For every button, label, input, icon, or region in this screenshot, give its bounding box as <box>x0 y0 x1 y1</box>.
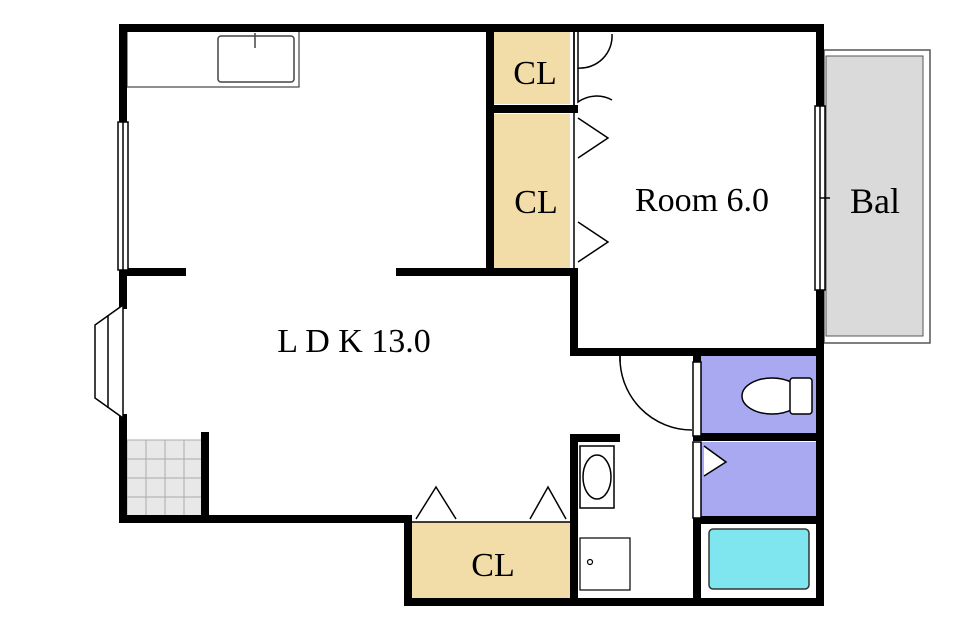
balcony <box>823 49 931 344</box>
entrance-tile <box>126 439 204 517</box>
kitchen-sink-icon <box>217 35 295 83</box>
window-left <box>117 121 129 271</box>
door-wash <box>703 445 728 477</box>
closet-mid <box>494 114 570 268</box>
bathtub-icon <box>708 528 810 590</box>
label-closet-bottom: CL <box>471 547 514 584</box>
label-balcony: Bal <box>850 181 900 221</box>
washbasin-icon <box>579 445 615 509</box>
wash-area <box>700 442 818 518</box>
door-closet-top <box>577 32 613 104</box>
walls <box>119 24 824 606</box>
toilet-icon <box>741 377 813 415</box>
window-room <box>814 105 830 291</box>
closet-top <box>494 30 570 104</box>
kitchen-counter <box>126 30 300 88</box>
label-closet-mid: CL <box>514 184 557 221</box>
door-room-entry <box>619 355 693 431</box>
label-ldk: L D K 13.0 <box>277 323 431 360</box>
window-wc <box>692 361 702 519</box>
thin-walls <box>412 28 575 523</box>
closet-bottom <box>412 522 574 600</box>
door-closet-bottom <box>415 485 567 520</box>
label-room: Room 6.0 <box>635 182 769 219</box>
washer-space <box>579 537 631 591</box>
label-closet-top: CL <box>513 55 556 92</box>
window-bay <box>94 303 124 420</box>
door-closet-mid <box>577 117 610 263</box>
